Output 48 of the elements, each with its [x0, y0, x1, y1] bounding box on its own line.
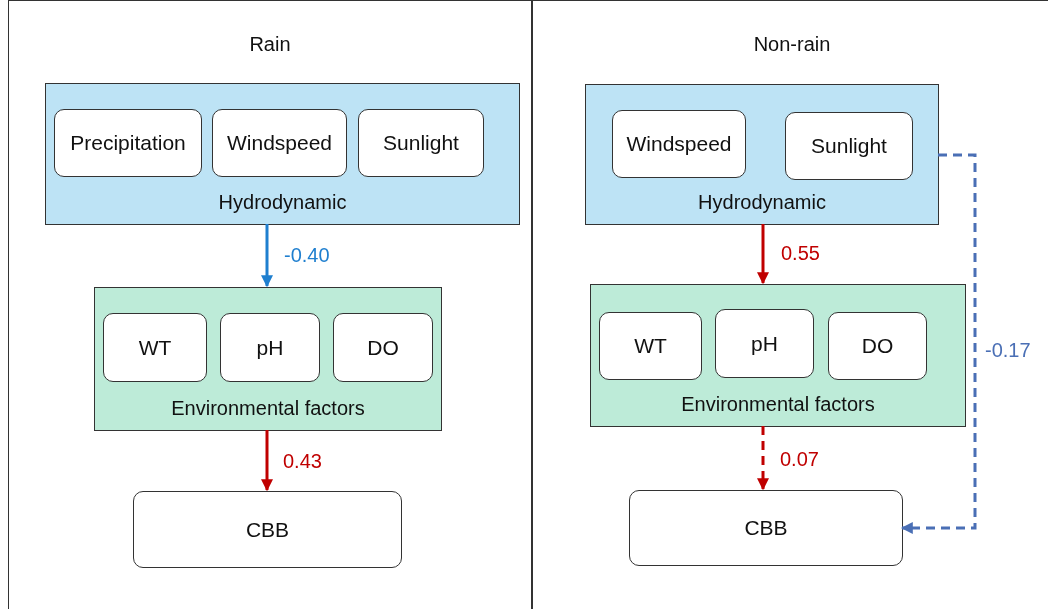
factor-name: pH — [255, 335, 285, 360]
factor-box — [785, 112, 913, 180]
factor-name: Sunlight — [810, 134, 888, 158]
group-box — [45, 83, 520, 225]
group-label: Hydrodynamic — [217, 191, 348, 214]
factor-box — [629, 490, 903, 566]
panel-heading: Rain — [248, 33, 292, 56]
factor-name: Windspeed — [625, 132, 733, 156]
factor-name: DO — [860, 334, 895, 358]
edge-label: 0.55 — [781, 242, 820, 265]
factor-name: CBB — [244, 517, 291, 542]
group-label: Environmental factors — [680, 393, 876, 416]
panel — [532, 0, 1048, 609]
factor-name: CBB — [743, 516, 789, 540]
group-label: Hydrodynamic — [697, 191, 827, 214]
panel — [8, 0, 532, 609]
factor-name: WT — [137, 335, 173, 360]
arrow — [757, 224, 769, 285]
factor-box — [54, 109, 202, 177]
arrow — [261, 224, 273, 288]
group-label: Environmental factors — [170, 397, 366, 420]
arrow — [261, 430, 273, 492]
edge-label: -0.40 — [284, 244, 330, 267]
factor-box — [333, 313, 433, 382]
arrow — [900, 153, 977, 534]
edge-label: -0.17 — [985, 339, 1031, 362]
factor-box — [212, 109, 347, 177]
factor-box — [612, 110, 746, 178]
factor-box — [220, 313, 320, 382]
factor-box — [103, 313, 207, 382]
factor-name: WT — [633, 334, 668, 358]
arrow — [757, 426, 769, 491]
panel-heading: Non-rain — [752, 33, 832, 56]
edge-label: 0.07 — [780, 448, 819, 471]
factor-box — [358, 109, 484, 177]
factor-name: DO — [366, 335, 400, 360]
factor-name: Sunlight — [382, 131, 460, 155]
factor-box — [828, 312, 927, 380]
factor-name: Windspeed — [225, 131, 334, 155]
group-box — [94, 287, 442, 431]
factor-box — [715, 309, 814, 378]
factor-name: pH — [750, 331, 779, 356]
factor-name: Precipitation — [69, 131, 187, 155]
edge-label: 0.43 — [283, 450, 322, 473]
factor-box — [133, 491, 402, 568]
group-box — [585, 84, 939, 225]
group-box — [590, 284, 966, 427]
factor-box — [599, 312, 702, 380]
